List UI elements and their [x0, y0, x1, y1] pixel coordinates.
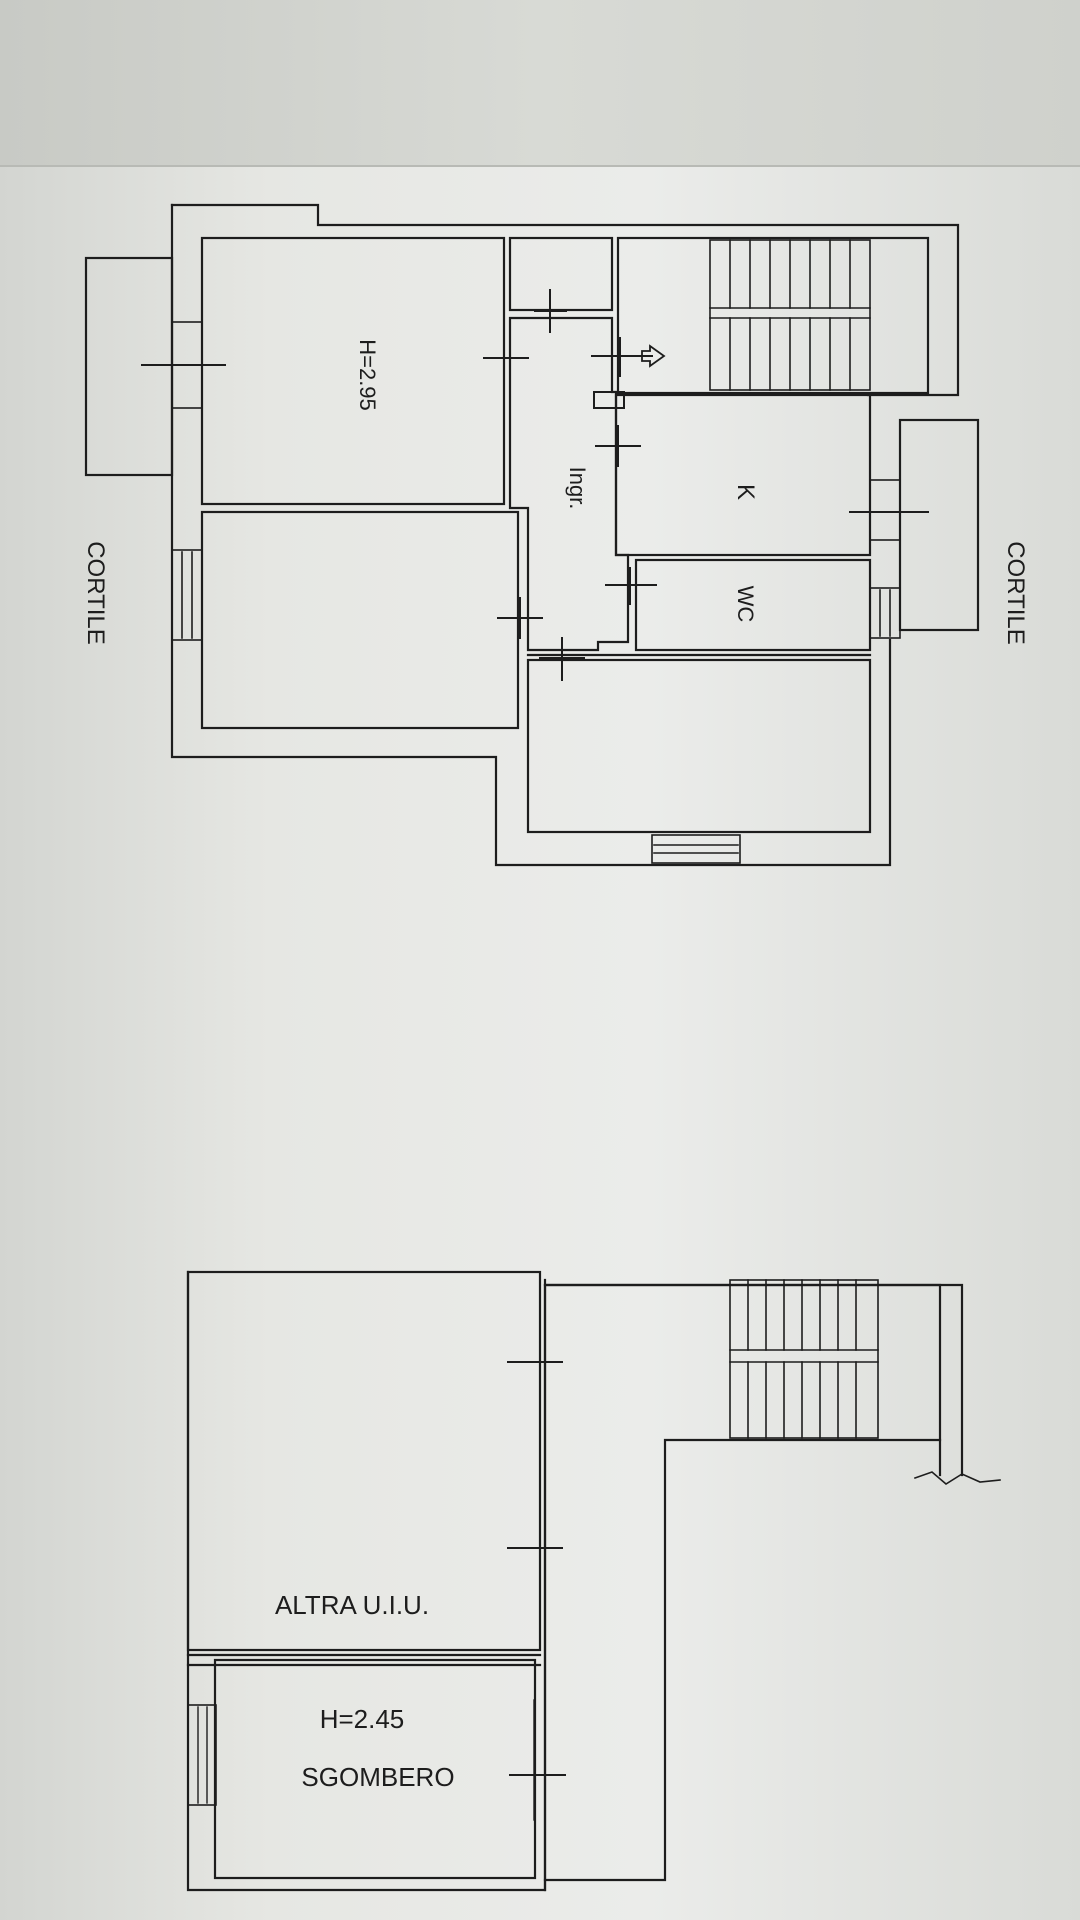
room-bottom-right	[526, 658, 872, 834]
room-height-label-lower: H=2.45	[320, 1704, 405, 1734]
upper-left-wall	[170, 203, 892, 867]
stair-room	[616, 236, 930, 395]
storage-room	[213, 1658, 537, 1880]
upper-outer-wall	[170, 203, 960, 397]
lower-stair-enclosure	[543, 1283, 942, 1477]
courtyard-right-label: CORTILE	[1002, 541, 1029, 645]
wc-label: WC	[733, 586, 758, 623]
courtyard-left-label: CORTILE	[82, 541, 109, 645]
other-unit-label: ALTRA U.I.U.	[275, 1590, 429, 1620]
storage-label: SGOMBERO	[301, 1762, 454, 1792]
upper-plan-labels: H=2.95 Ingr. K WC CORTILE CORTILE	[82, 339, 1029, 645]
upper-windows	[141, 321, 929, 864]
upper-stairs	[709, 239, 871, 391]
left-balcony	[84, 256, 174, 477]
other-unit-block	[186, 1270, 542, 1652]
lower-openings	[187, 1361, 566, 1821]
lower-stairs	[729, 1279, 879, 1439]
upper-floor-plan	[84, 203, 980, 867]
entry-arrow-icon	[641, 344, 666, 368]
lower-floor-plan	[186, 1270, 1001, 1892]
lower-plan-labels: ALTRA U.I.U. H=2.45 SGOMBERO	[275, 1590, 455, 1792]
lower-courtyard-wall	[543, 1438, 942, 1882]
kitchen-label: K	[732, 484, 759, 500]
room-bottom-left	[200, 510, 520, 730]
entrance-label: Ingr.	[565, 467, 590, 510]
room-top-left	[200, 236, 506, 506]
break-line	[913, 1471, 1001, 1485]
closet-top	[508, 236, 614, 312]
lower-outer-wall	[186, 1270, 964, 1892]
upper-door-marks	[483, 289, 657, 681]
right-balcony	[898, 418, 980, 632]
sheet-top-edge	[0, 0, 1080, 167]
kitchen-room	[614, 393, 872, 557]
room-height-label-upper: H=2.95	[355, 339, 380, 411]
